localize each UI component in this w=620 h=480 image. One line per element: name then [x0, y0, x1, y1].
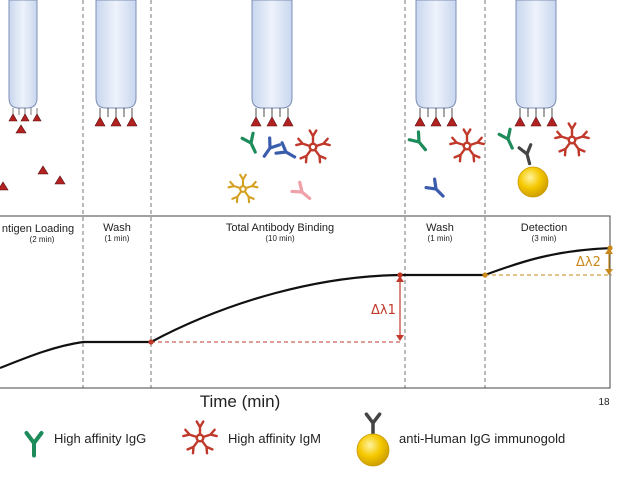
igm-remain-icon [450, 130, 483, 162]
antigen-triangles [8, 108, 42, 134]
igg-blue-icon [257, 136, 282, 162]
legend-label-igm: High affinity IgM [228, 431, 321, 446]
x-axis-label: Time (min) [200, 392, 281, 411]
step-1-duration: (2 min) [30, 235, 55, 244]
igg-remain-icon [407, 130, 432, 156]
delta2-arrow [605, 248, 613, 275]
igm-icon [183, 422, 216, 454]
igm-bound-icon [296, 131, 329, 163]
step-5-title: Detection [521, 222, 567, 234]
sensorgram-panel: Δλ1 Δλ2 [0, 215, 613, 389]
probe-2 [94, 0, 138, 127]
legend-item-igm: High affinity IgM [183, 422, 321, 454]
step-3-duration: (10 min) [265, 234, 295, 243]
igg-icon [24, 431, 44, 458]
probe-1 [8, 0, 42, 134]
anti-human-igg-icon [364, 412, 382, 436]
probe-3 [250, 0, 294, 127]
step-4-title: Wash [426, 222, 454, 234]
step-1-title: ntigen Loading [2, 223, 74, 235]
probes [8, 0, 558, 134]
detection-antibodies [497, 124, 589, 198]
binding-antibodies [229, 131, 330, 205]
immunogold-icon [356, 433, 390, 467]
anti-igg-icon [517, 143, 537, 167]
delta1-label: Δλ1 [371, 303, 396, 318]
step-5-duration: (3 min) [532, 234, 557, 243]
igg-pink-icon [290, 180, 316, 205]
igg-washed-icon [424, 177, 449, 202]
immunogold-particle-icon [517, 166, 549, 198]
legend-label-igg: High affinity IgG [54, 431, 146, 446]
step-2-duration: (1 min) [105, 234, 130, 243]
legend: High affinity IgG High affinity IgM anti… [24, 412, 565, 467]
step-4-duration: (1 min) [428, 234, 453, 243]
step-labels: ntigen Loading (2 min) Wash (1 min) Tota… [2, 222, 567, 244]
legend-item-immunogold: anti-Human IgG immunogold [356, 412, 565, 467]
sensorgram-curve [0, 246, 613, 370]
free-antigen [0, 165, 66, 191]
x-tick-end: 18 [598, 397, 610, 408]
step-3-title: Total Antibody Binding [226, 222, 334, 234]
probe-5 [514, 0, 558, 127]
igm-gold-icon [229, 175, 258, 202]
delta1-arrow [396, 276, 404, 341]
igm-detect-icon [555, 124, 588, 156]
legend-label-immunogold: anti-Human IgG immunogold [399, 431, 565, 446]
wash-antibodies [407, 130, 483, 202]
delta2-label: Δλ2 [576, 255, 601, 270]
legend-item-igg: High affinity IgG [24, 431, 146, 458]
igg-bound-icon [240, 131, 263, 157]
probe-4 [414, 0, 458, 127]
step-separators [82, 0, 486, 388]
igg-detect-icon [497, 127, 520, 153]
step-2-title: Wash [103, 222, 131, 234]
